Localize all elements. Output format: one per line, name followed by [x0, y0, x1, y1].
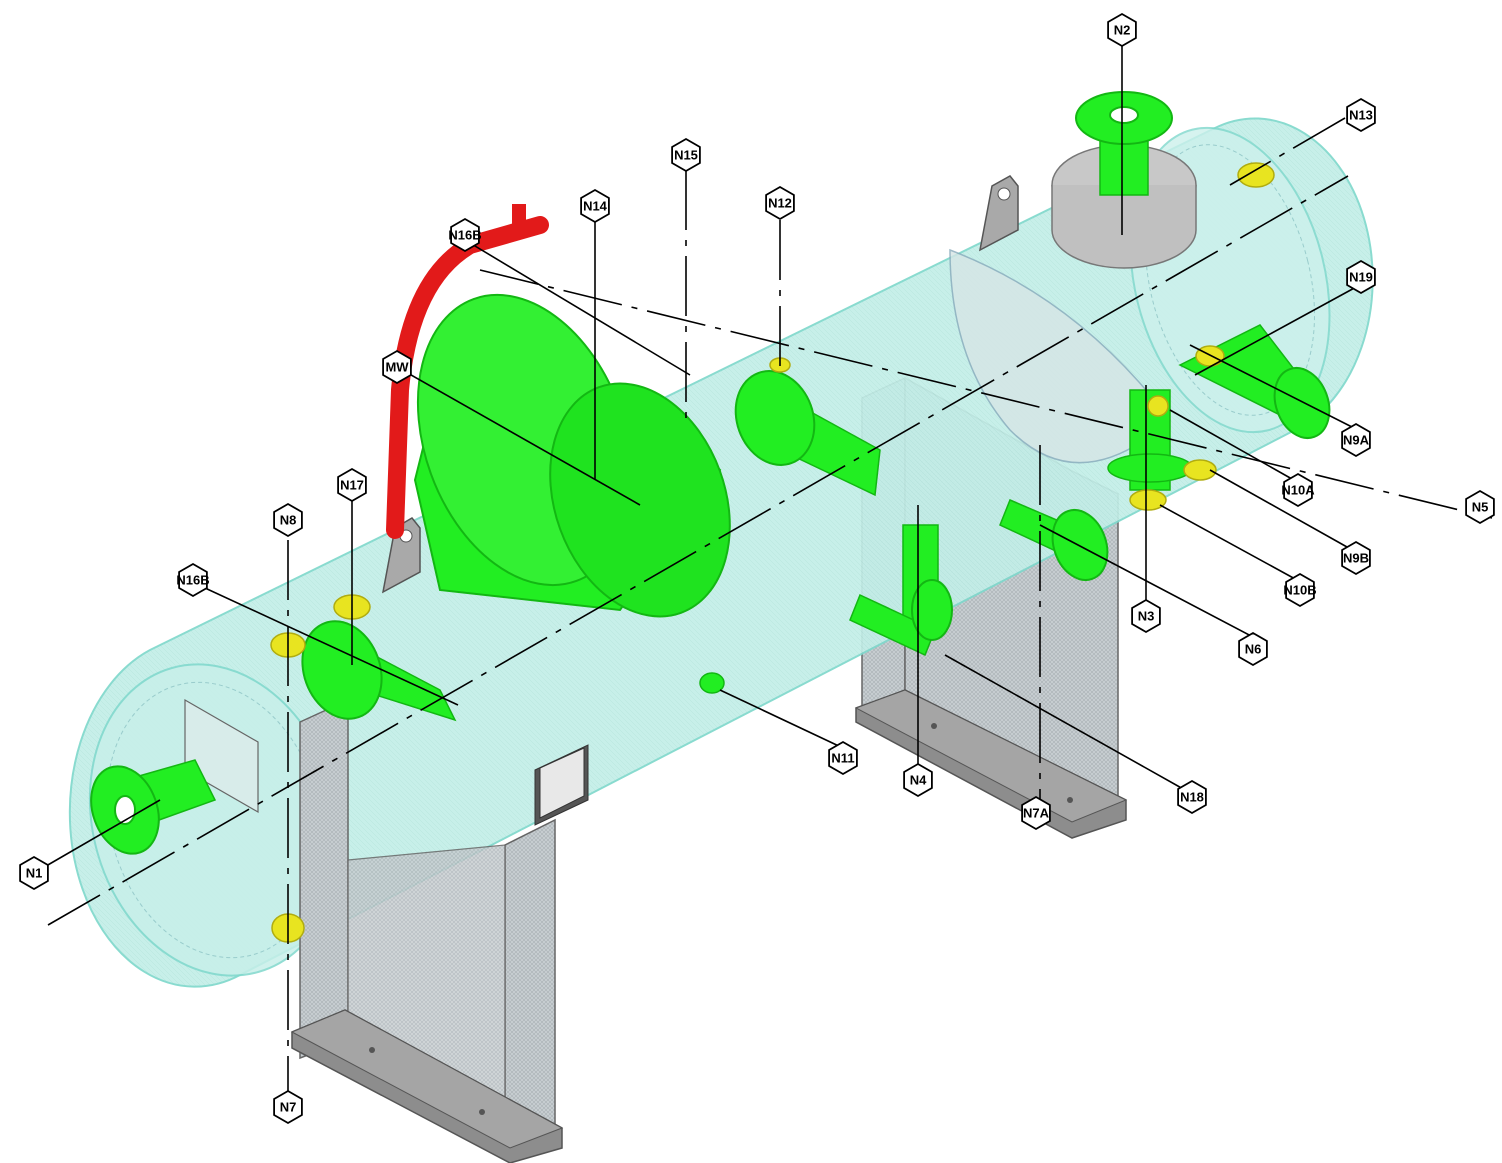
tag-label: N17 [340, 478, 364, 493]
tag-label: N12 [768, 196, 792, 211]
tag-n18: N18 [1177, 779, 1207, 815]
tag-label: N6 [1245, 642, 1262, 657]
saddle-left [290, 698, 564, 1163]
tag-n7a: N7A [1021, 795, 1051, 831]
tag-n5: N5 [1465, 489, 1495, 525]
tag-n7: N7 [273, 1089, 303, 1125]
tag-n17: N17 [337, 467, 367, 503]
tag-n3: N3 [1131, 598, 1161, 634]
nameplate [534, 744, 589, 826]
tag-label: N5 [1472, 500, 1489, 515]
leader-lines [33, 42, 1359, 874]
tag-label: N7 [280, 1100, 297, 1115]
tag-n16b-top: N16B [448, 217, 482, 253]
nozzle-n11 [699, 672, 725, 694]
tag-n16b-left: N16B [176, 562, 210, 598]
tag-n19: N19 [1346, 259, 1376, 295]
tag-label: N1 [26, 866, 43, 881]
tag-label: N13 [1349, 108, 1373, 123]
nozzle-n1 [90, 759, 217, 855]
tag-label: N2 [1114, 23, 1131, 38]
tag-n10a: N10A [1281, 472, 1315, 508]
tag-n6: N6 [1238, 631, 1268, 667]
tag-label: N7A [1023, 806, 1050, 821]
nozzle-n12 [734, 370, 881, 497]
tag-n14: N14 [580, 188, 610, 224]
tag-label: N9B [1343, 551, 1369, 566]
tag-label: N19 [1349, 270, 1373, 285]
tag-mw: MW [382, 349, 412, 385]
tag-n11: N11 [828, 740, 858, 776]
tag-label: N3 [1138, 609, 1155, 624]
tag-label: N10B [1283, 583, 1316, 598]
coupling-n9b [1183, 459, 1217, 481]
nozzle-n6 [999, 499, 1109, 581]
nozzle-n17 [301, 620, 457, 722]
coupling-n13 [1237, 162, 1275, 188]
tag-layer: N1N2N3N4N5N6N7N7AN8N9AN9BN10AN10BN11N12N… [19, 12, 1495, 1125]
tag-label: N10A [1281, 483, 1315, 498]
tag-n8: N8 [273, 502, 303, 538]
tag-n9b: N9B [1341, 540, 1371, 576]
tag-label: N14 [583, 199, 608, 214]
centerlines [47, 117, 1493, 1095]
tag-label: MW [385, 360, 409, 375]
tag-label: N16B [176, 573, 209, 588]
tag-n1: N1 [19, 855, 49, 891]
tag-n2: N2 [1107, 12, 1137, 48]
tag-n9a: N9A [1341, 422, 1371, 458]
tag-n12: N12 [765, 185, 795, 221]
nozzle-n2 [1051, 91, 1197, 269]
tag-n10b: N10B [1283, 572, 1317, 608]
tag-label: N11 [831, 751, 854, 766]
tag-label: N16B [448, 228, 481, 243]
tag-n4: N4 [903, 762, 933, 798]
tag-label: N8 [280, 513, 297, 528]
tag-label: N15 [674, 148, 698, 163]
coupling-n10b [1129, 489, 1167, 511]
coupling-n10a [1147, 395, 1169, 417]
tag-label: N18 [1180, 790, 1204, 805]
tag-n13: N13 [1346, 97, 1376, 133]
nozzle-n4 [849, 524, 953, 657]
tag-label: N9A [1343, 433, 1370, 448]
tag-label: N4 [910, 773, 927, 788]
tag-n15: N15 [671, 137, 701, 173]
